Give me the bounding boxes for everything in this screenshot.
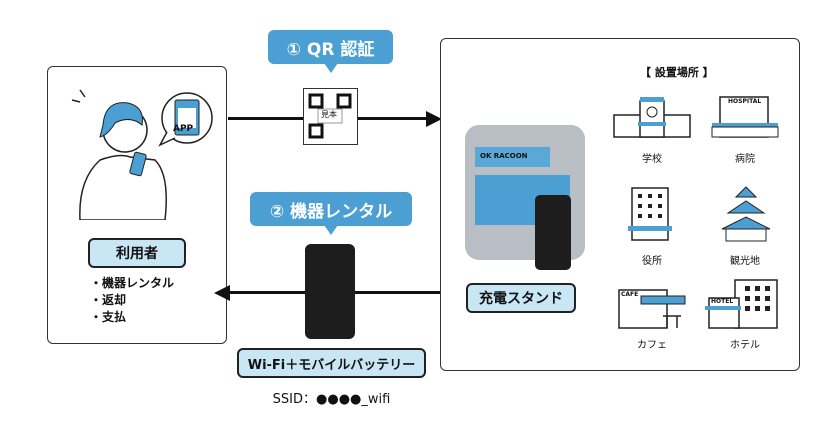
user-label: 利用者: [88, 238, 186, 268]
location-label: 病院: [735, 154, 755, 165]
user-action-item: ・返却: [90, 293, 127, 307]
school-icon: [613, 97, 691, 138]
hospital-icon: [711, 96, 779, 138]
step-rental-callout: ② 機器レンタル: [250, 192, 412, 235]
ssid-text: SSID：●●●●_wifi: [272, 392, 391, 407]
cafe-icon: [618, 289, 686, 329]
cafe-sign: CAFE: [621, 291, 639, 298]
qr-sample-text: 見本: [321, 110, 337, 119]
user-action-item: ・支払: [90, 310, 127, 324]
stand-label: 充電スタンド: [466, 283, 576, 313]
arrow-left-icon: [214, 285, 230, 301]
location-label: 役所: [642, 256, 662, 267]
locations-header: 【 設置場所 】: [640, 66, 714, 79]
charging-stand-image: OK RACOON: [465, 125, 585, 270]
stand-brand: OK RACOON: [475, 147, 550, 167]
device-label: Wi-Fi＋モバイルバッテリー: [237, 348, 426, 378]
qr-code-icon: 見本: [303, 88, 358, 145]
city-office-icon: [628, 187, 672, 241]
location-label: 観光地: [730, 256, 760, 267]
hotel-icon: [705, 279, 778, 329]
arrow-right-icon: [426, 111, 442, 127]
app-speech-bubble: [158, 92, 213, 147]
step-qr-callout: ① QR 認証: [268, 30, 393, 73]
user-actions: ・機器レンタル ・返却 ・支払: [90, 275, 174, 326]
user-action-item: ・機器レンタル: [90, 276, 175, 290]
location-label: カフェ: [637, 340, 667, 351]
hotel-sign: HOTEL: [711, 298, 734, 305]
location-label: 学校: [642, 154, 662, 165]
user-illustration: [71, 89, 167, 220]
app-label: APP: [173, 124, 194, 134]
location-label: ホテル: [730, 340, 760, 351]
hospital-sign: HOSPITAL: [728, 98, 762, 105]
battery-device-image: [305, 244, 355, 339]
castle-icon: [721, 186, 771, 242]
